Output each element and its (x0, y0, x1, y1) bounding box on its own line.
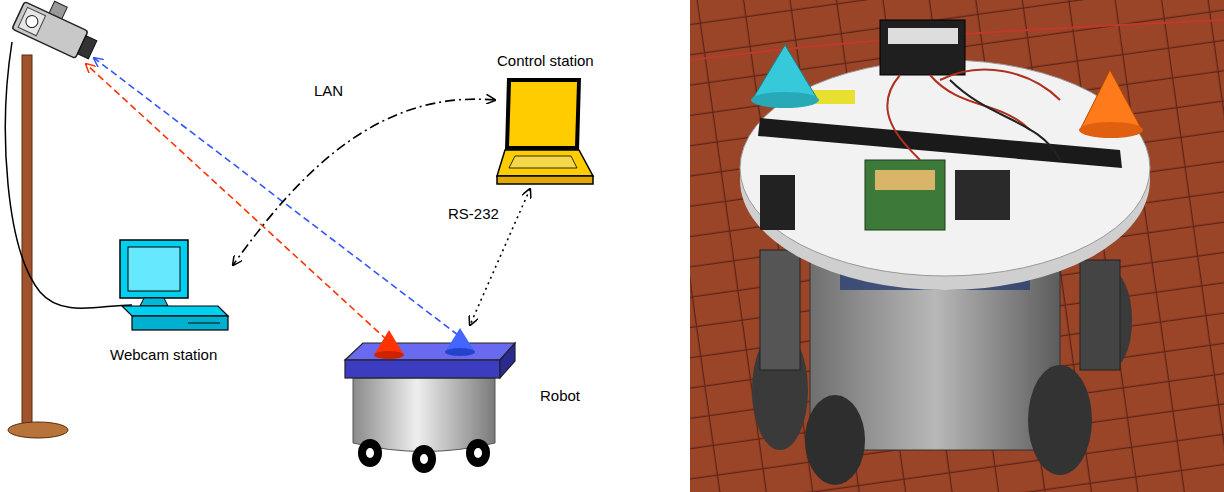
camera-cable (5, 42, 132, 308)
sight-line-blue (94, 58, 458, 335)
station-node: Control station (495, 52, 596, 187)
robot-photo (690, 0, 1224, 492)
station-node: Webcam station (108, 238, 233, 366)
sight-line-red (86, 64, 387, 340)
link-label: LAN (312, 82, 345, 100)
camera-pole (8, 55, 68, 438)
link-label: RS-232 (446, 205, 501, 223)
webcam-camera (12, 0, 104, 63)
robot-icon (325, 325, 525, 475)
node-label: Robot (540, 387, 580, 405)
connector (233, 99, 495, 265)
node-label: Control station (497, 52, 594, 70)
node-label: Webcam station (110, 346, 217, 364)
laptop-icon (495, 52, 595, 187)
station-node: Robot (325, 325, 585, 475)
